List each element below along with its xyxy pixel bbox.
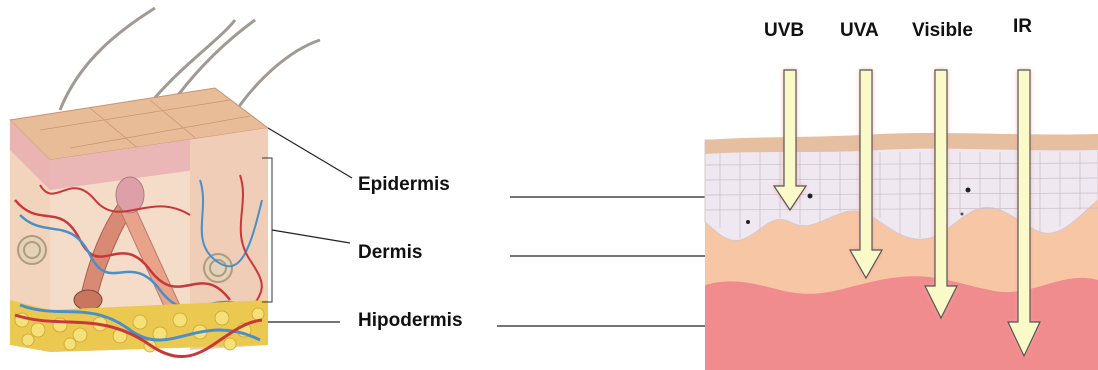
epidermis-leader-line bbox=[268, 128, 352, 178]
ir-label: IR bbox=[1013, 16, 1032, 38]
epidermis-label: Epidermis bbox=[358, 174, 450, 196]
dermis-leader-line bbox=[272, 230, 350, 243]
visible-label: Visible bbox=[912, 20, 973, 42]
hair bbox=[60, 8, 155, 110]
right-epidermis-layer bbox=[705, 140, 1098, 240]
hair bbox=[230, 40, 320, 120]
radiation-penetration-diagram bbox=[705, 133, 1098, 370]
hypodermis-label: Hipodermis bbox=[358, 310, 463, 332]
uvb-label: UVB bbox=[764, 20, 804, 42]
uva-label: UVA bbox=[840, 20, 879, 42]
dermis-label: Dermis bbox=[358, 242, 422, 264]
